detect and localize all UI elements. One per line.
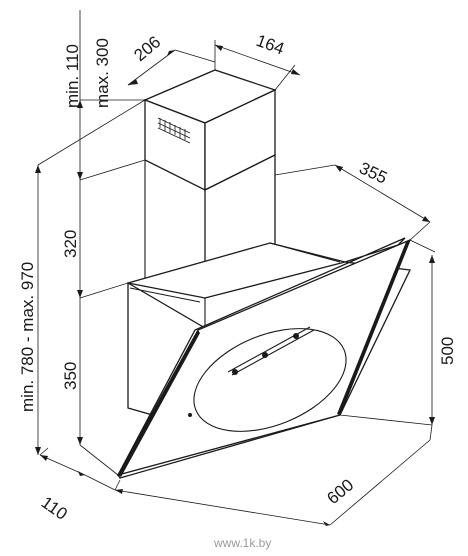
glass-oval-cutout (193, 328, 347, 432)
dim-glass-width: 600 (323, 475, 357, 508)
dim-width-top: 206 (130, 32, 164, 65)
dim-chimney-max: max. 300 (93, 38, 112, 108)
grease-filter-lamps (188, 326, 315, 417)
dimension-lines (35, 10, 436, 526)
dim-base-depth: 110 (38, 493, 71, 524)
upper-chimney (143, 69, 277, 192)
vent-slots (157, 117, 191, 144)
dim-depth-side: 355 (356, 158, 390, 187)
dim-chimney-min: min. 110 (63, 44, 82, 108)
dim-total-height: min. 780 - max. 970 (18, 262, 37, 412)
watermark-text: www.1k.by (213, 536, 271, 550)
dimension-labels: min. 110 max. 300 206 164 355 320 min. 7… (18, 31, 457, 524)
dim-body-height: 350 (61, 362, 80, 390)
dim-depth-top: 164 (254, 31, 287, 59)
dim-lower-chimney: 320 (61, 230, 80, 258)
dim-glass-height: 500 (438, 337, 457, 365)
glass-panel (116, 237, 412, 479)
watermark: www.1k.by (213, 536, 271, 550)
